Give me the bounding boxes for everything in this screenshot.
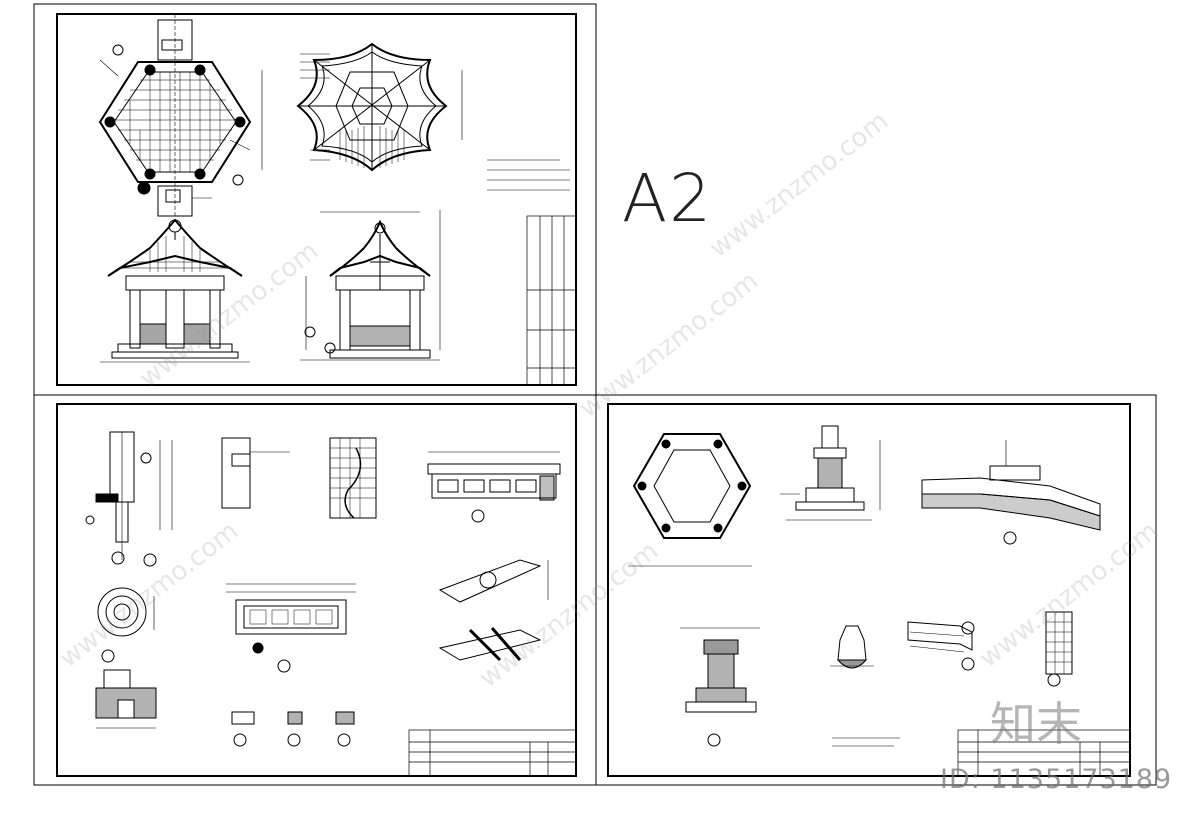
small-details-bcd [231,711,355,747]
section-a-a [95,669,157,729]
roof-tile-detail [907,621,975,671]
notes-block [487,159,570,191]
bench-elevation [427,451,561,523]
lattice-panel-detail [226,583,356,673]
sheet-2-border [33,394,597,786]
front-elevation [100,218,250,363]
notes-sheet-3 [832,737,900,747]
column-detail-3 [1045,611,1073,687]
wall-footing-section [680,627,760,747]
sheet-1-frame [56,13,577,386]
plan-view [98,14,263,217]
foundation-plan [628,433,752,567]
title-block-sheet-3 [957,729,1131,777]
sheet-3-frame [607,403,1131,777]
baluster-pattern [329,437,377,519]
roof-framing-plan [296,42,463,172]
railing-detail-1 [85,431,173,567]
column-footing-section [780,425,881,521]
sheet-size-label: A2 [622,160,714,237]
sheet-2-frame [56,403,577,777]
sheet-3-border [595,394,1157,786]
column-base-detail [97,587,155,663]
brand-logo: 知末 [990,697,1082,751]
title-block-sheet-2 [408,729,577,777]
bracket-detail [438,559,549,662]
drum-stone-detail [830,625,874,669]
section-1-1 [300,210,441,361]
drawing-id: ID: 1135173189 [940,764,1173,795]
rail-section-detail [221,437,290,509]
paving-section [921,440,1101,545]
title-block-sheet-1 [526,215,577,386]
